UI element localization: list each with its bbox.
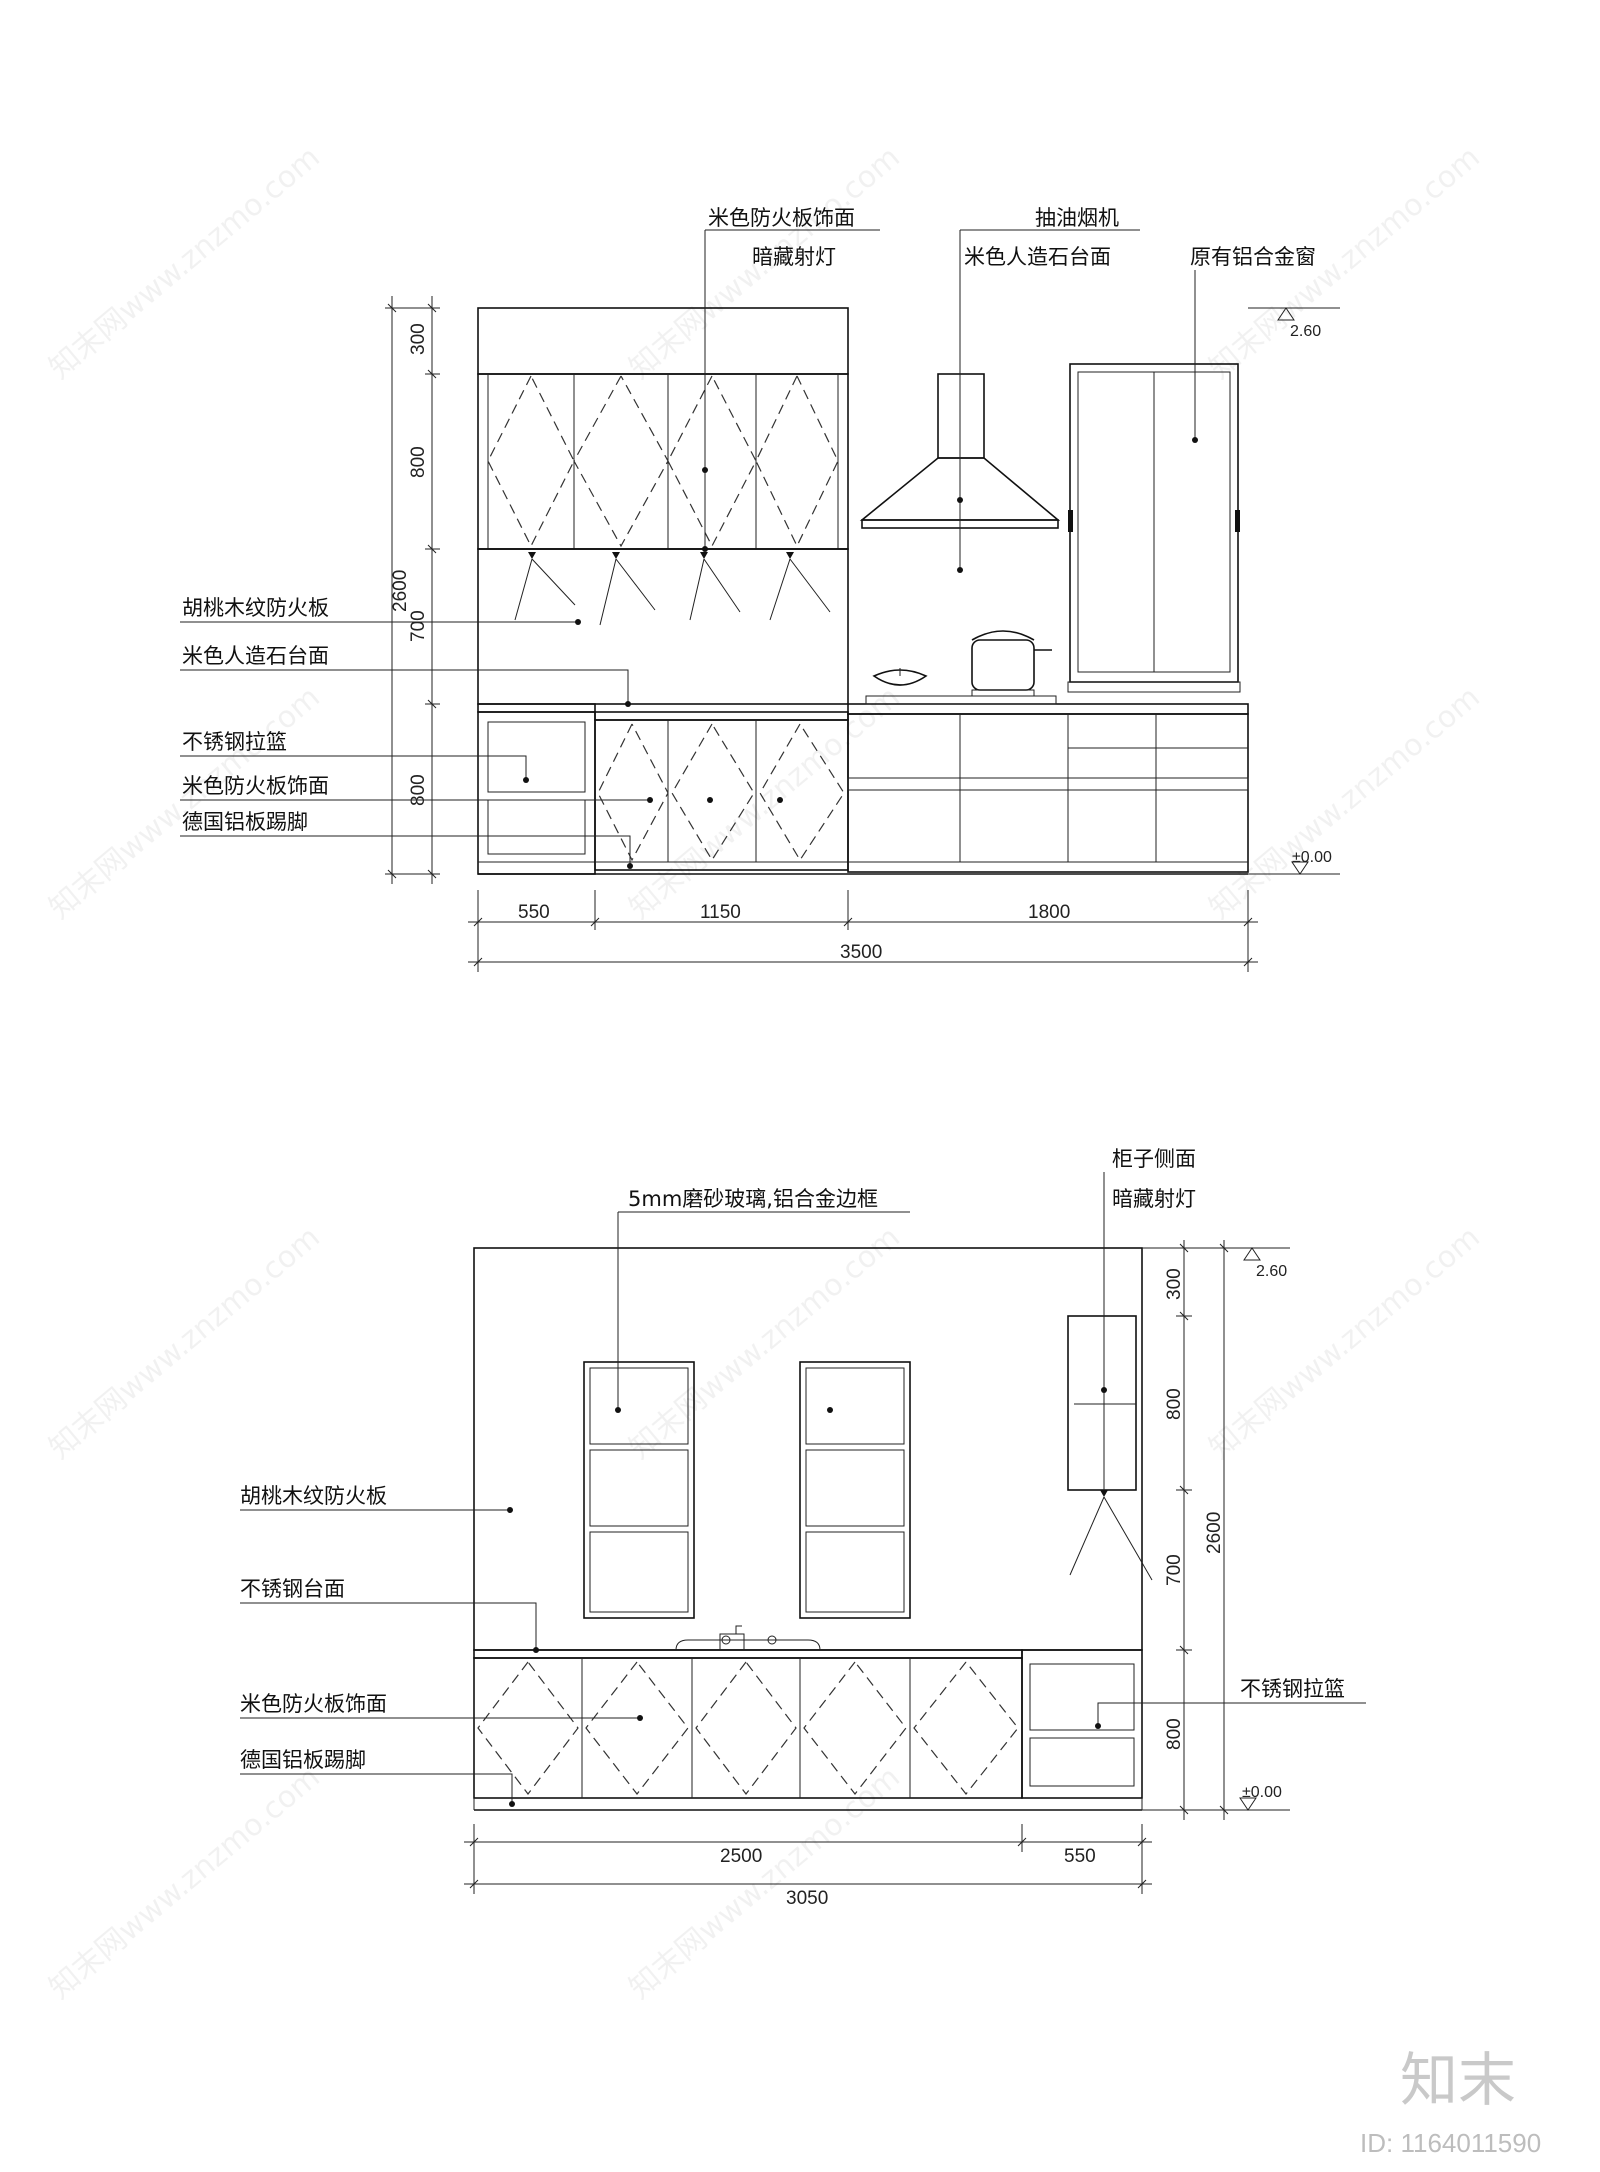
glass-wall-cabinet-left	[583, 1361, 695, 1619]
spotlight-icons	[514, 552, 831, 626]
dim-h-left: 550	[518, 902, 550, 923]
watermark-text: 知末网www.znzmo.com	[623, 140, 907, 386]
watermark-text: 知末网www.znzmo.com	[623, 1220, 907, 1466]
label-walnut-panel-bottom: 胡桃木纹防火板	[240, 1484, 387, 1508]
label-kick-plate: 德国铝板踢脚	[182, 810, 308, 834]
walnut-backsplash	[477, 548, 849, 705]
watermark-layer: 知末网www.znzmo.com 知末网www.znzmo.com 知末网www…	[43, 140, 1487, 2006]
label-walnut-panel: 胡桃木纹防火板	[182, 596, 329, 620]
watermark-text: 知末网www.znzmo.com	[623, 680, 907, 926]
dim-h-middle: 1150	[700, 902, 741, 923]
label-counter-left: 米色人造石台面	[182, 644, 329, 668]
glass-wall-cabinet-right	[799, 1361, 911, 1619]
dim-v-base: 800	[408, 774, 429, 806]
faucet-icon	[675, 1625, 821, 1651]
brand-logo: 知末	[1400, 2046, 1516, 2114]
watermark-text: 知末网www.znzmo.com	[43, 140, 327, 386]
watermark-text: 知末网www.znzmo.com	[1203, 680, 1487, 926]
dim-h-base-bottom: 2500	[720, 1846, 762, 1867]
watermark-text: 知末网www.znzmo.com	[1203, 1220, 1487, 1466]
watermark-text: 知末网www.znzmo.com	[43, 1760, 327, 2006]
level-floor: ±0.00	[1292, 849, 1332, 866]
label-upper-finish: 米色防火板饰面	[708, 206, 855, 230]
dim-h-right: 1800	[1028, 902, 1070, 923]
watermark-text: 知末网www.znzmo.com	[43, 680, 327, 926]
dim-h-total-bottom: 3050	[786, 1888, 828, 1909]
label-cabinet-side: 柜子侧面	[1112, 1147, 1196, 1171]
dim-h-total: 3500	[840, 942, 882, 963]
label-base-finish-bottom: 米色防火板饰面	[240, 1692, 387, 1716]
side-basket-cabinet	[1021, 1649, 1143, 1799]
label-base-finish: 米色防火板饰面	[182, 774, 329, 798]
label-hidden-spotlight: 暗藏射灯	[752, 245, 836, 269]
side-upper-cabinet	[1067, 1315, 1153, 1581]
right-drawer-bank	[847, 713, 1249, 873]
dim-v-backsplash-bottom: 700	[1164, 1554, 1185, 1586]
left-basket-cabinet	[477, 711, 596, 875]
label-range-hood: 抽油烟机	[1035, 206, 1119, 230]
dim-v-upper-bottom: 800	[1164, 1388, 1185, 1420]
watermark-text: 知末网www.znzmo.com	[623, 1760, 907, 2006]
image-id: ID: 1164011590	[1360, 2128, 1541, 2158]
label-steel-counter: 不锈钢台面	[240, 1577, 345, 1601]
label-window: 原有铝合金窗	[1190, 245, 1316, 269]
dim-v-backsplash: 700	[408, 610, 429, 642]
dim-v-total: 2600	[390, 570, 411, 612]
elevation-top: 米色防火板饰面 暗藏射灯 抽油烟机 米色人造石台面 原有铝合金窗 胡桃木纹防火板…	[180, 206, 1340, 972]
level-top-bottom: 2.60	[1256, 1263, 1287, 1280]
dim-v-upper: 800	[408, 446, 429, 478]
elevation-bottom: 5mm磨砂玻璃,铝合金边框 柜子侧面 暗藏射灯 胡桃木纹防火板 不锈钢台面 米色…	[240, 1147, 1366, 1909]
cooktop-pots-icon	[865, 630, 1057, 705]
upper-cabinets	[477, 373, 849, 550]
label-hidden-spotlight-bottom: 暗藏射灯	[1112, 1187, 1196, 1211]
dim-v-soffit: 300	[408, 323, 429, 355]
watermark-text: 知末网www.znzmo.com	[43, 1220, 327, 1466]
aluminum-window-icon	[1067, 363, 1241, 693]
dim-h-side-bottom: 550	[1064, 1846, 1096, 1867]
label-steel-basket-bottom: 不锈钢拉篮	[1240, 1677, 1345, 1701]
dim-v-soffit-bottom: 300	[1164, 1268, 1185, 1300]
label-counter-top: 米色人造石台面	[964, 245, 1111, 269]
dim-v-total-bottom: 2600	[1204, 1512, 1225, 1554]
level-floor-bottom: ±0.00	[1242, 1784, 1282, 1801]
label-steel-basket: 不锈钢拉篮	[182, 730, 287, 754]
label-glass: 5mm磨砂玻璃,铝合金边框	[628, 1187, 878, 1211]
dim-v-base-bottom: 800	[1164, 1718, 1185, 1750]
base-cabinets	[473, 1657, 1023, 1799]
label-kick-plate-bottom: 德国铝板踢脚	[240, 1748, 366, 1772]
level-top: 2.60	[1290, 323, 1321, 340]
